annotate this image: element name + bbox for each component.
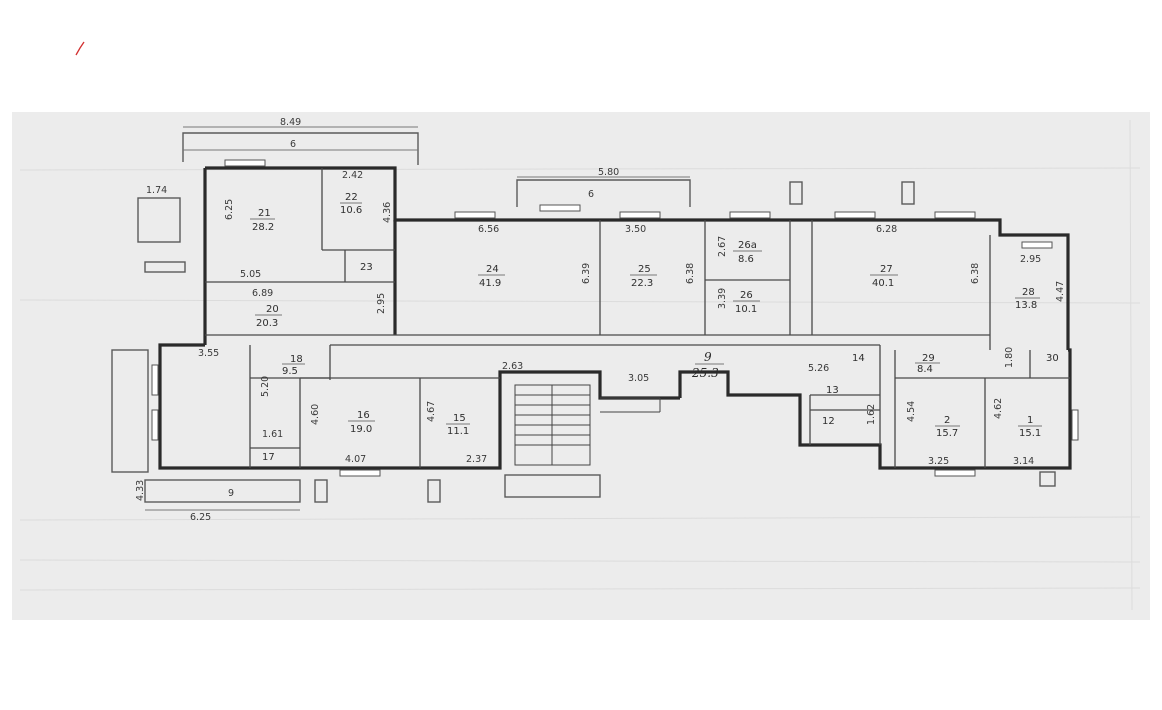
dim-4-67: 4.67 — [426, 401, 437, 422]
dim-3-50: 3.50 — [625, 224, 646, 235]
room-27-area: 40.1 — [872, 278, 894, 289]
room-28-area: 13.8 — [1015, 300, 1037, 311]
room-18-area: 9.5 — [282, 366, 298, 377]
room-2-number: 2 — [944, 415, 950, 426]
scan-texture — [19, 119, 1141, 611]
room-20-area: 20.3 — [256, 318, 278, 329]
room-16-area: 19.0 — [350, 424, 372, 435]
dim-3-05: 3.05 — [628, 373, 649, 384]
room-26a-number: 26a — [738, 240, 757, 251]
dim-6-bay: 6 — [588, 189, 594, 200]
dim-1-74: 1.74 — [146, 185, 167, 196]
room-labels: 21 28.2 22 10.6 23 20 20.3 24 41.9 25 22… — [250, 192, 1059, 463]
room-2-area: 15.7 — [936, 428, 958, 439]
room-29-area: 8.4 — [917, 364, 933, 375]
dim-2-63: 2.63 — [502, 361, 523, 372]
dim-3-14: 3.14 — [1013, 456, 1034, 467]
room-18-number: 18 — [290, 354, 303, 365]
dim-6-25b: 6.25 — [190, 512, 211, 523]
dim-3-39: 3.39 — [717, 288, 728, 309]
dim-6-38a: 6.38 — [685, 263, 696, 284]
exterior-elements — [111, 181, 1056, 503]
room-24-area: 41.9 — [479, 278, 501, 289]
dim-2-67: 2.67 — [717, 236, 728, 257]
dim-2-37: 2.37 — [466, 454, 487, 465]
dim-4-62: 4.62 — [993, 398, 1004, 419]
dim-5-80: 5.80 — [598, 167, 619, 178]
dim-6-38b: 6.38 — [970, 263, 981, 284]
room-20-number: 20 — [266, 304, 279, 315]
dim-3-55: 3.55 — [198, 348, 219, 359]
room-25-number: 25 — [638, 264, 651, 275]
room-16-number: 16 — [357, 410, 370, 421]
room-26-number: 26 — [740, 290, 753, 301]
room-9-number: 9 — [704, 350, 712, 364]
dim-top-outer: 8.49 — [280, 117, 301, 128]
room-23-number: 23 — [360, 262, 373, 273]
room-1-area: 15.1 — [1019, 428, 1041, 439]
dim-6-28: 6.28 — [876, 224, 897, 235]
walls — [158, 132, 1072, 470]
dim-5-20: 5.20 — [260, 376, 271, 397]
dim-6-89: 6.89 — [252, 288, 273, 299]
room-26a-area: 8.6 — [738, 254, 754, 265]
dim-2-95b: 2.95 — [1020, 254, 1041, 265]
room-28-number: 28 — [1022, 287, 1035, 298]
room-22-area: 10.6 — [340, 205, 362, 216]
dim-1-61: 1.61 — [262, 429, 283, 440]
red-check-mark — [75, 41, 85, 56]
dimension-labels: 8.49 6 2.42 6.25 4.36 1.74 5.05 6.89 2.9… — [135, 117, 1066, 523]
room-30-number: 30 — [1046, 353, 1059, 364]
scan-background — [12, 112, 1150, 620]
room-25-area: 22.3 — [631, 278, 653, 289]
dim-5-05: 5.05 — [240, 269, 261, 280]
room-29-number: 29 — [922, 353, 935, 364]
room-21-number: 21 — [258, 208, 271, 219]
dim-6-56: 6.56 — [478, 224, 499, 235]
room-24-number: 24 — [486, 264, 499, 275]
room-14-number: 14 — [852, 353, 865, 364]
dim-5-26: 5.26 — [808, 363, 829, 374]
dim-4-47: 4.47 — [1055, 281, 1066, 302]
room-9-area: 25.3 — [691, 366, 719, 380]
dim-4-07: 4.07 — [345, 454, 366, 465]
windows — [151, 159, 1079, 477]
dim-1-80: 1.80 — [1004, 347, 1015, 368]
room-15-area: 11.1 — [447, 426, 469, 437]
dim-6-25: 6.25 — [224, 199, 235, 220]
partitions — [205, 168, 1070, 468]
dim-top-inner: 6 — [290, 139, 296, 150]
dim-9: 9 — [228, 488, 234, 499]
room-17-number: 17 — [262, 452, 275, 463]
room-21-area: 28.2 — [252, 222, 274, 233]
dim-2-95: 2.95 — [376, 293, 387, 314]
dim-4-54: 4.54 — [906, 401, 917, 422]
room-22-number: 22 — [345, 192, 358, 203]
dim-4-60: 4.60 — [310, 404, 321, 425]
room-27-number: 27 — [880, 264, 893, 275]
room-15-number: 15 — [453, 413, 466, 424]
dim-3-25: 3.25 — [928, 456, 949, 467]
dim-4-33: 4.33 — [135, 480, 146, 501]
room-26-area: 10.1 — [735, 304, 757, 315]
dim-1-62: 1.62 — [866, 404, 877, 425]
dim-4-36: 4.36 — [382, 202, 393, 223]
room-13-number: 13 — [826, 385, 839, 396]
dim-2-42: 2.42 — [342, 170, 363, 181]
room-12-number: 12 — [822, 416, 835, 427]
staircase — [514, 384, 661, 466]
dimension-lines — [145, 126, 690, 511]
room-1-number: 1 — [1027, 415, 1033, 426]
dim-6-39: 6.39 — [581, 263, 592, 284]
